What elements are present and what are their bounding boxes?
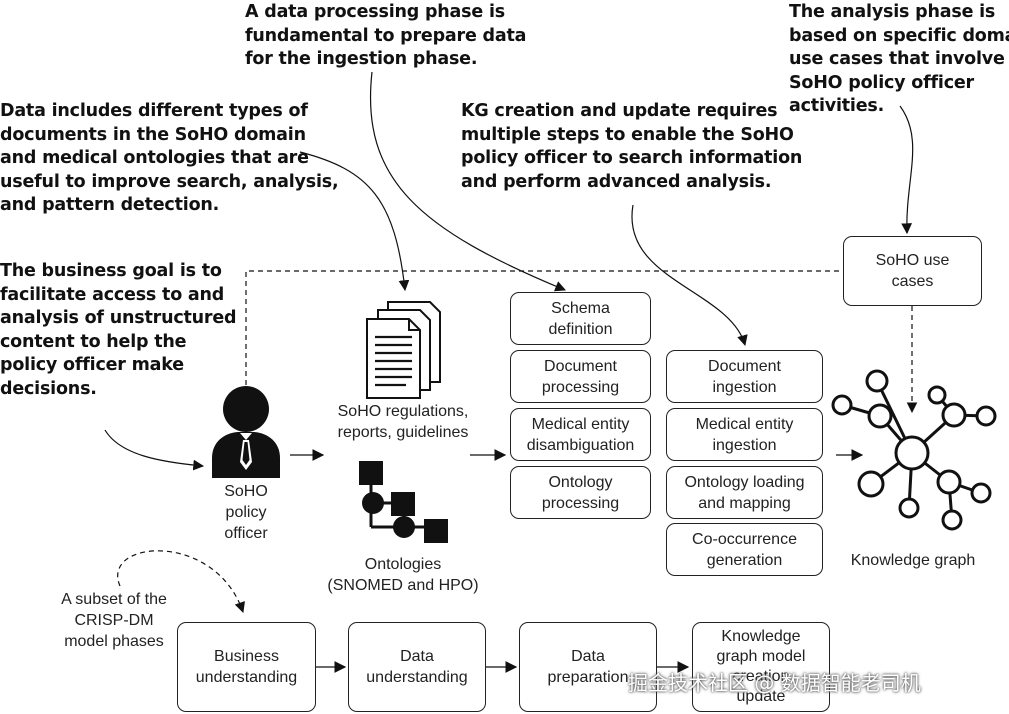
arrow-crisp-note <box>117 550 245 614</box>
ontologies-label: Ontologies (SNOMED and HPO) <box>327 556 479 594</box>
watermark: 掘金技术社区 @ 数据智能老司机 <box>628 671 921 695</box>
kg-label: Knowledge graph <box>850 552 976 569</box>
person-icon <box>212 386 280 478</box>
phase-kg-model-creation: Knowledge graph model creation update <box>692 622 830 712</box>
phase-business-understanding: Business understanding <box>177 622 316 712</box>
step-document-processing: Document processing <box>510 350 651 403</box>
step-ontology-processing: Ontology processing <box>510 466 651 519</box>
note-processing-phase: A data processing phase is fundamental t… <box>245 2 527 69</box>
phase-data-preparation: Data preparation <box>519 622 657 712</box>
note-business-goal: The business goal is to facilitate acces… <box>0 261 237 399</box>
note-kg-creation: KG creation and update requires multiple… <box>461 101 803 192</box>
crisp-note: A subset of the CRISP-DM model phases <box>61 591 167 650</box>
arrow-processing-phase <box>370 71 566 292</box>
arrow-data-types <box>299 151 410 292</box>
documents-icon <box>366 301 441 399</box>
arrow-analysis-phase <box>899 105 914 235</box>
arrow-business-goal <box>104 429 205 471</box>
step-document-ingestion: Document ingestion <box>666 350 823 403</box>
actor-label: SoHO policy officer <box>224 483 268 542</box>
ontology-tree-icon <box>359 461 448 543</box>
step-schema-definition: Schema definition <box>510 292 651 345</box>
use-cases-box: SoHO use cases <box>843 236 982 306</box>
step-ontology-loading: Ontology loading and mapping <box>666 466 823 519</box>
note-data-types: Data includes different types of documen… <box>0 101 339 215</box>
note-analysis-phase: The analysis phase is based on specific … <box>789 2 1009 116</box>
arrow-kg-creation <box>631 204 748 347</box>
step-entity-ingestion: Medical entity ingestion <box>666 408 823 461</box>
phase-data-understanding: Data understanding <box>348 622 486 712</box>
knowledge-graph-icon <box>831 369 997 531</box>
dashed-feedback-line <box>245 270 843 385</box>
step-entity-disambiguation: Medical entity disambiguation <box>510 408 651 461</box>
documents-label: SoHO regulations, reports, guidelines <box>337 403 469 441</box>
step-cooccurrence-generation: Co-occurrence generation <box>666 523 823 576</box>
